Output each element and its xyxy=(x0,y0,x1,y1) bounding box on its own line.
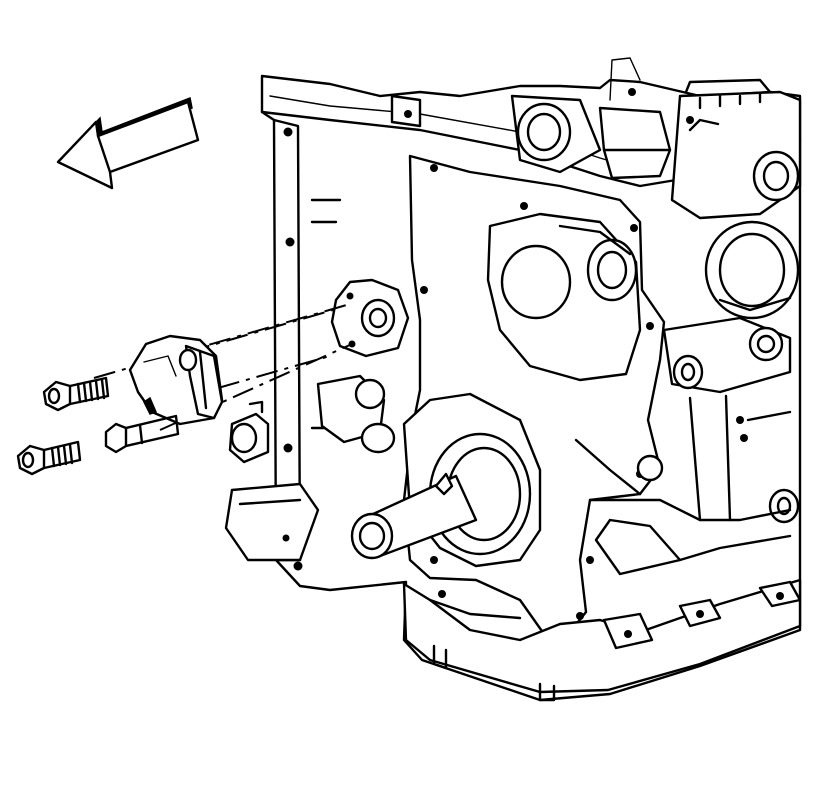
sensor-part xyxy=(128,334,224,426)
upper-bolt xyxy=(42,376,110,412)
right-cylinder-bosses xyxy=(636,316,800,524)
arrow-left-up-icon xyxy=(56,96,200,190)
upper-boss xyxy=(510,94,602,174)
mounting-stud xyxy=(104,414,180,454)
bolt-hole xyxy=(285,237,295,247)
oil-pan-rail xyxy=(402,578,802,702)
bolt-hole xyxy=(283,127,293,137)
sensor-mounting-boss xyxy=(330,278,410,358)
bolt-hole xyxy=(293,561,303,571)
right-bore xyxy=(704,220,800,320)
crankshaft-snout xyxy=(350,392,542,568)
bolt-hole xyxy=(283,443,293,453)
lower-bolt xyxy=(16,440,82,476)
engine-block xyxy=(224,57,802,702)
